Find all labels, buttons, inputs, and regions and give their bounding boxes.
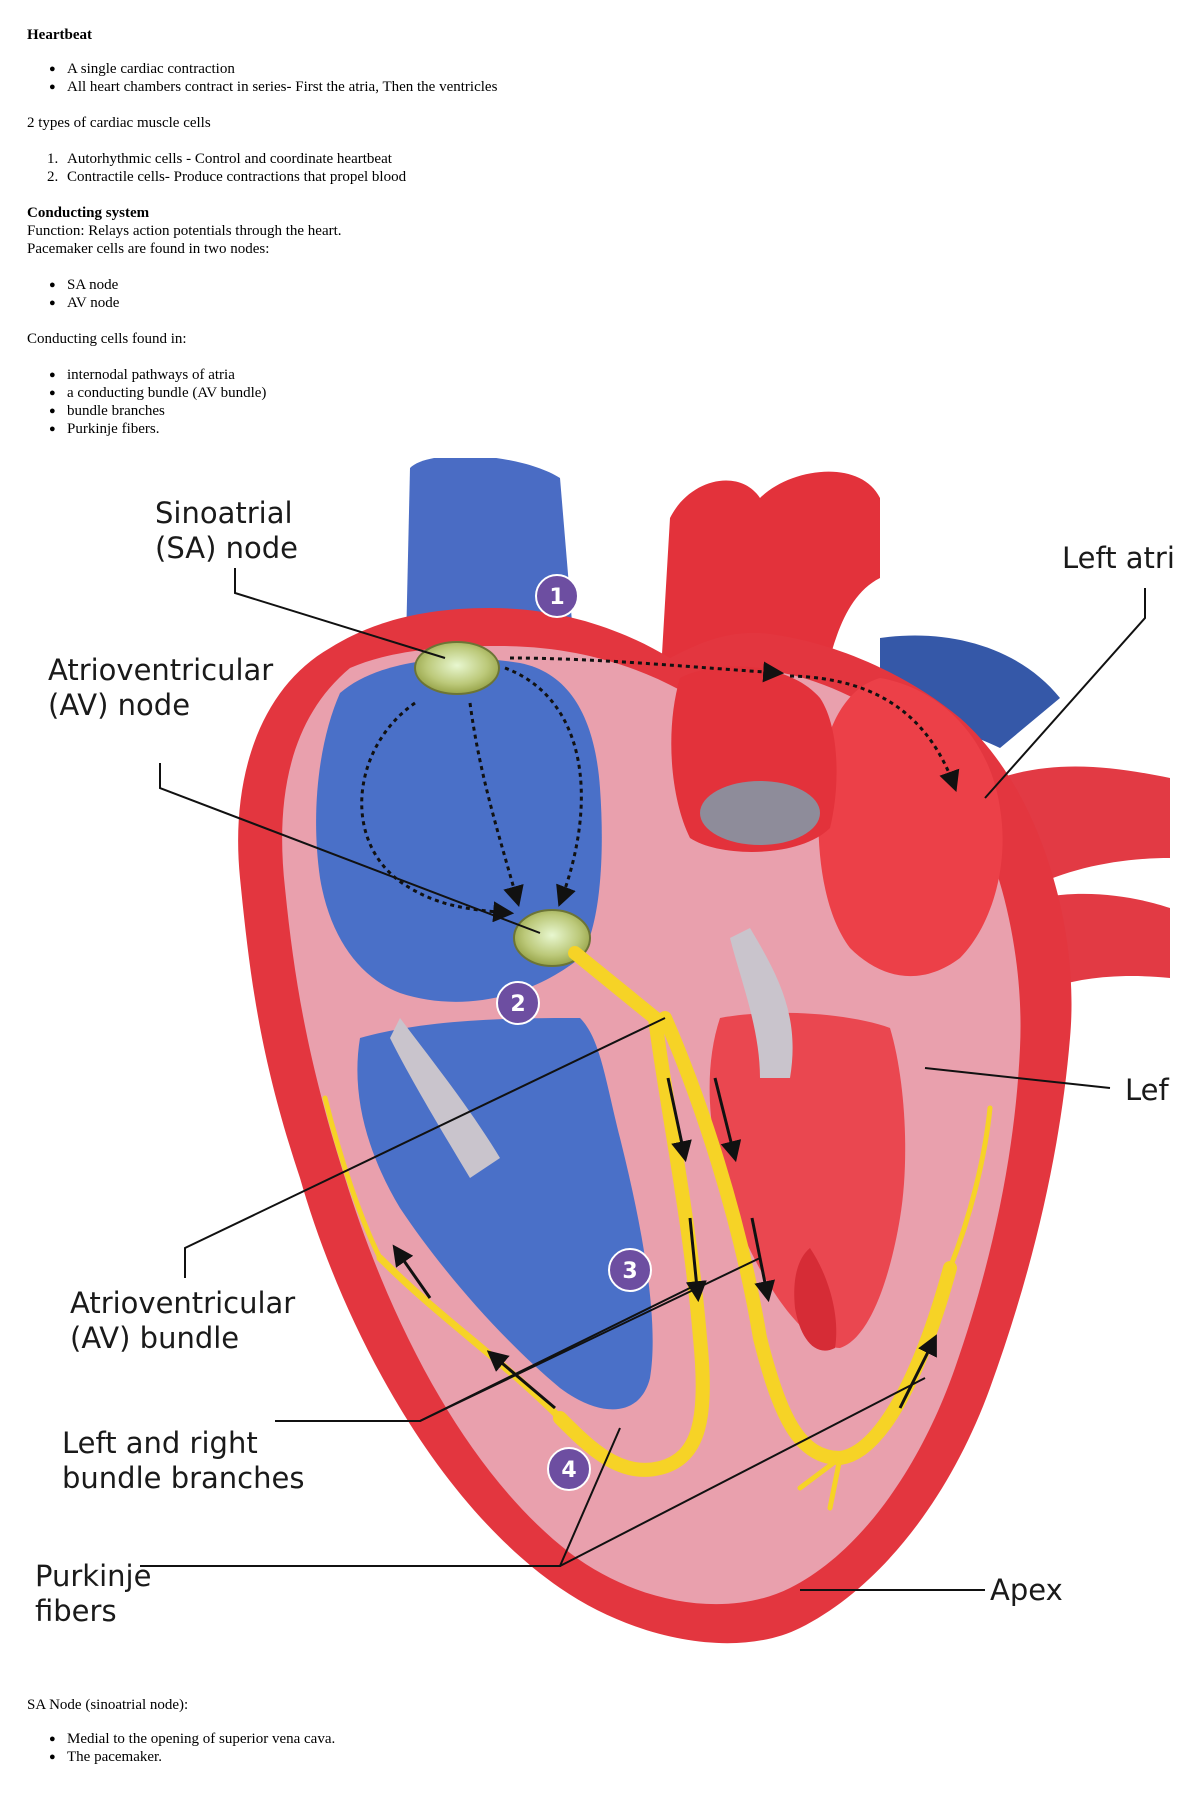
list-item: A single cardiac contraction xyxy=(27,60,1167,78)
avb-leader xyxy=(184,1017,666,1278)
sa-to-av-arrow xyxy=(468,702,524,908)
conduction-arrows xyxy=(360,656,960,1410)
step-badge-4 xyxy=(547,1447,591,1491)
list-item: 2.Contractile cells- Produce contraction… xyxy=(47,169,407,185)
list-item: Purkinje fibers. xyxy=(27,420,1167,438)
sa-node-label-2: (SA) node xyxy=(155,531,298,565)
list-item: internodal pathways of atria xyxy=(27,366,1167,384)
la-leader xyxy=(984,588,1146,799)
purkinje-label-1: Purkinje xyxy=(35,1559,151,1593)
left-atrium xyxy=(818,678,1003,977)
step-badge-text: 2 xyxy=(510,992,525,1017)
bb-leader xyxy=(419,1257,761,1422)
lv-leader xyxy=(924,1067,1111,1089)
purkinje-label-2: fibers xyxy=(35,1594,117,1628)
sa-leader xyxy=(234,568,446,659)
purkinje-fiber xyxy=(797,1455,843,1491)
bundle-arrow xyxy=(666,1077,692,1163)
sa-node-notes: SA Node (sinoatrial node): Medial to the… xyxy=(27,1696,1167,1766)
nodes-list: SA node AV node xyxy=(27,276,1167,312)
step-badges: 1 2 3 4 xyxy=(496,574,652,1491)
aortic-valve xyxy=(700,781,820,845)
conduction-pathway xyxy=(322,946,993,1511)
list-item: SA node xyxy=(27,276,1167,294)
mitral-valve xyxy=(730,928,793,1078)
list-item: The pacemaker. xyxy=(27,1748,1167,1766)
step-badge-text: 4 xyxy=(561,1458,576,1483)
right-bundle-branch xyxy=(553,1011,710,1477)
step-badge-1 xyxy=(535,574,579,618)
left-atrium-label: Left atri xyxy=(1062,541,1175,575)
list-item: All heart chambers contract in series- F… xyxy=(27,78,1167,96)
internodal-loop-arrow xyxy=(360,701,515,923)
sa-node-notes-list: Medial to the opening of superior vena c… xyxy=(27,1730,1167,1766)
cell-types-intro: 2 types of cardiac muscle cells xyxy=(27,115,211,131)
list-item: Medial to the opening of superior vena c… xyxy=(27,1730,1167,1748)
purkinje-fiber xyxy=(827,1455,843,1511)
leader-lines xyxy=(140,568,1146,1591)
tricuspid-valve xyxy=(390,1018,500,1178)
document-body: Heartbeat A single cardiac contraction A… xyxy=(27,26,1167,438)
list-item: 1. Autorhythmic cells - Control and coor… xyxy=(47,151,392,167)
sa-node-notes-heading: SA Node (sinoatrial node): xyxy=(27,1697,189,1713)
step-badge-text: 1 xyxy=(549,585,564,610)
pacemaker-text: Pacemaker cells are found in two nodes: xyxy=(27,241,270,257)
step-badge-text: 3 xyxy=(622,1259,637,1284)
list-item: AV node xyxy=(27,294,1167,312)
purkinje-arrow xyxy=(486,1350,556,1410)
step-badge-2 xyxy=(496,981,540,1025)
heart-diagram: 1 2 3 4 Sinoatrial (SA) node Atrioventri… xyxy=(35,458,1175,1644)
purkinje-arrow xyxy=(898,1334,937,1409)
left-ventricle xyxy=(709,1012,906,1348)
function-text: Function: Relays action potentials throu… xyxy=(27,223,342,239)
list-item: bundle branches xyxy=(27,402,1167,420)
bundle-branches-label-1: Left and right xyxy=(62,1426,258,1460)
la-dotted-arrow xyxy=(789,674,960,792)
sa-to-la-arrow xyxy=(509,656,785,683)
conducting-system-heading: Conducting system xyxy=(27,205,150,221)
av-node-label-2: (AV) node xyxy=(48,688,190,722)
sa-node-label-1: Sinoatrial xyxy=(155,496,293,530)
pulmonary-veins-lower xyxy=(1040,893,1170,988)
left-ventricle-label: Lef xyxy=(1125,1073,1169,1107)
av-bundle-fiber xyxy=(568,946,662,1025)
av-bundle-label-1: Atrioventricular xyxy=(70,1286,295,1320)
av-bundle-label-2: (AV) bundle xyxy=(70,1321,239,1355)
bundle-arrow xyxy=(713,1077,742,1163)
purkinje-fiber xyxy=(322,1095,383,1261)
heartbeat-heading: Heartbeat xyxy=(27,27,92,43)
purkinje-fiber xyxy=(376,1254,564,1422)
purkinje-arrow xyxy=(392,1244,432,1299)
pf-leader xyxy=(559,1377,926,1567)
right-ventricle xyxy=(357,1018,653,1410)
cell-types-list: 1. Autorhythmic cells - Control and coor… xyxy=(27,150,1167,186)
heart-conduction-figure: 1 2 3 4 Sinoatrial (SA) node Atrioventri… xyxy=(0,458,1175,1698)
step-badge-3 xyxy=(608,1248,652,1292)
sa-node xyxy=(414,641,500,695)
av-node-label-1: Atrioventricular xyxy=(48,653,273,687)
conducting-cells-intro: Conducting cells found in: xyxy=(27,331,187,347)
figure-labels: Sinoatrial (SA) node Atrioventricular (A… xyxy=(35,496,1175,1628)
heartbeat-list: A single cardiac contraction All heart c… xyxy=(27,60,1167,96)
left-bundle-branch xyxy=(658,1011,957,1466)
purkinje-fiber xyxy=(947,1105,993,1271)
bundle-branches-label-2: bundle branches xyxy=(62,1461,304,1495)
av-leader xyxy=(159,763,541,934)
apex-label: Apex xyxy=(990,1573,1063,1607)
conducting-cells-list: internodal pathways of atria a conductin… xyxy=(27,366,1167,438)
sa-to-av-arrow-outer xyxy=(504,666,583,907)
septal-papillary xyxy=(794,1248,837,1351)
list-item: a conducting bundle (AV bundle) xyxy=(27,384,1167,402)
